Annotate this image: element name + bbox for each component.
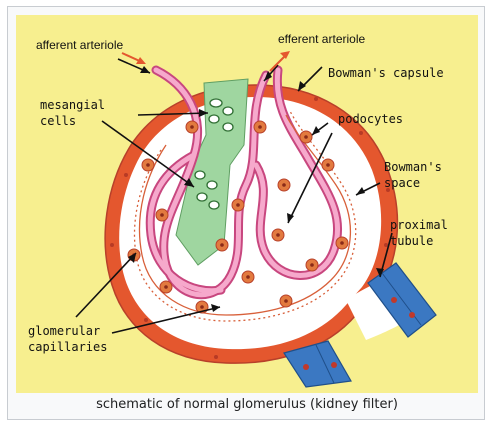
label-capillaries: capillaries (28, 340, 107, 354)
label-mesangial: mesangial (40, 98, 105, 112)
figure-frame: afferent arteriole efferent arteriole Bo… (7, 6, 485, 420)
label-bowmans-capsule: Bowman's capsule (328, 66, 444, 80)
label-bowmans-space-2: space (384, 176, 420, 190)
label-afferent-arteriole: afferent arteriole (36, 38, 123, 52)
label-cells: cells (40, 114, 76, 128)
flow-arrows (122, 51, 290, 71)
label-bowmans-space-1: Bowman's (384, 160, 442, 174)
glomerulus-diagram: afferent arteriole efferent arteriole Bo… (16, 15, 478, 393)
figure-caption: schematic of normal glomerulus (kidney f… (8, 397, 486, 412)
diagram-svg: afferent arteriole efferent arteriole Bo… (16, 15, 478, 393)
label-glomerular: glomerular (28, 324, 100, 338)
label-tubule: tubule (390, 234, 433, 248)
label-efferent-arteriole: efferent arteriole (278, 32, 365, 46)
label-proximal: proximal (390, 218, 448, 232)
label-podocytes: podocytes (338, 112, 403, 126)
